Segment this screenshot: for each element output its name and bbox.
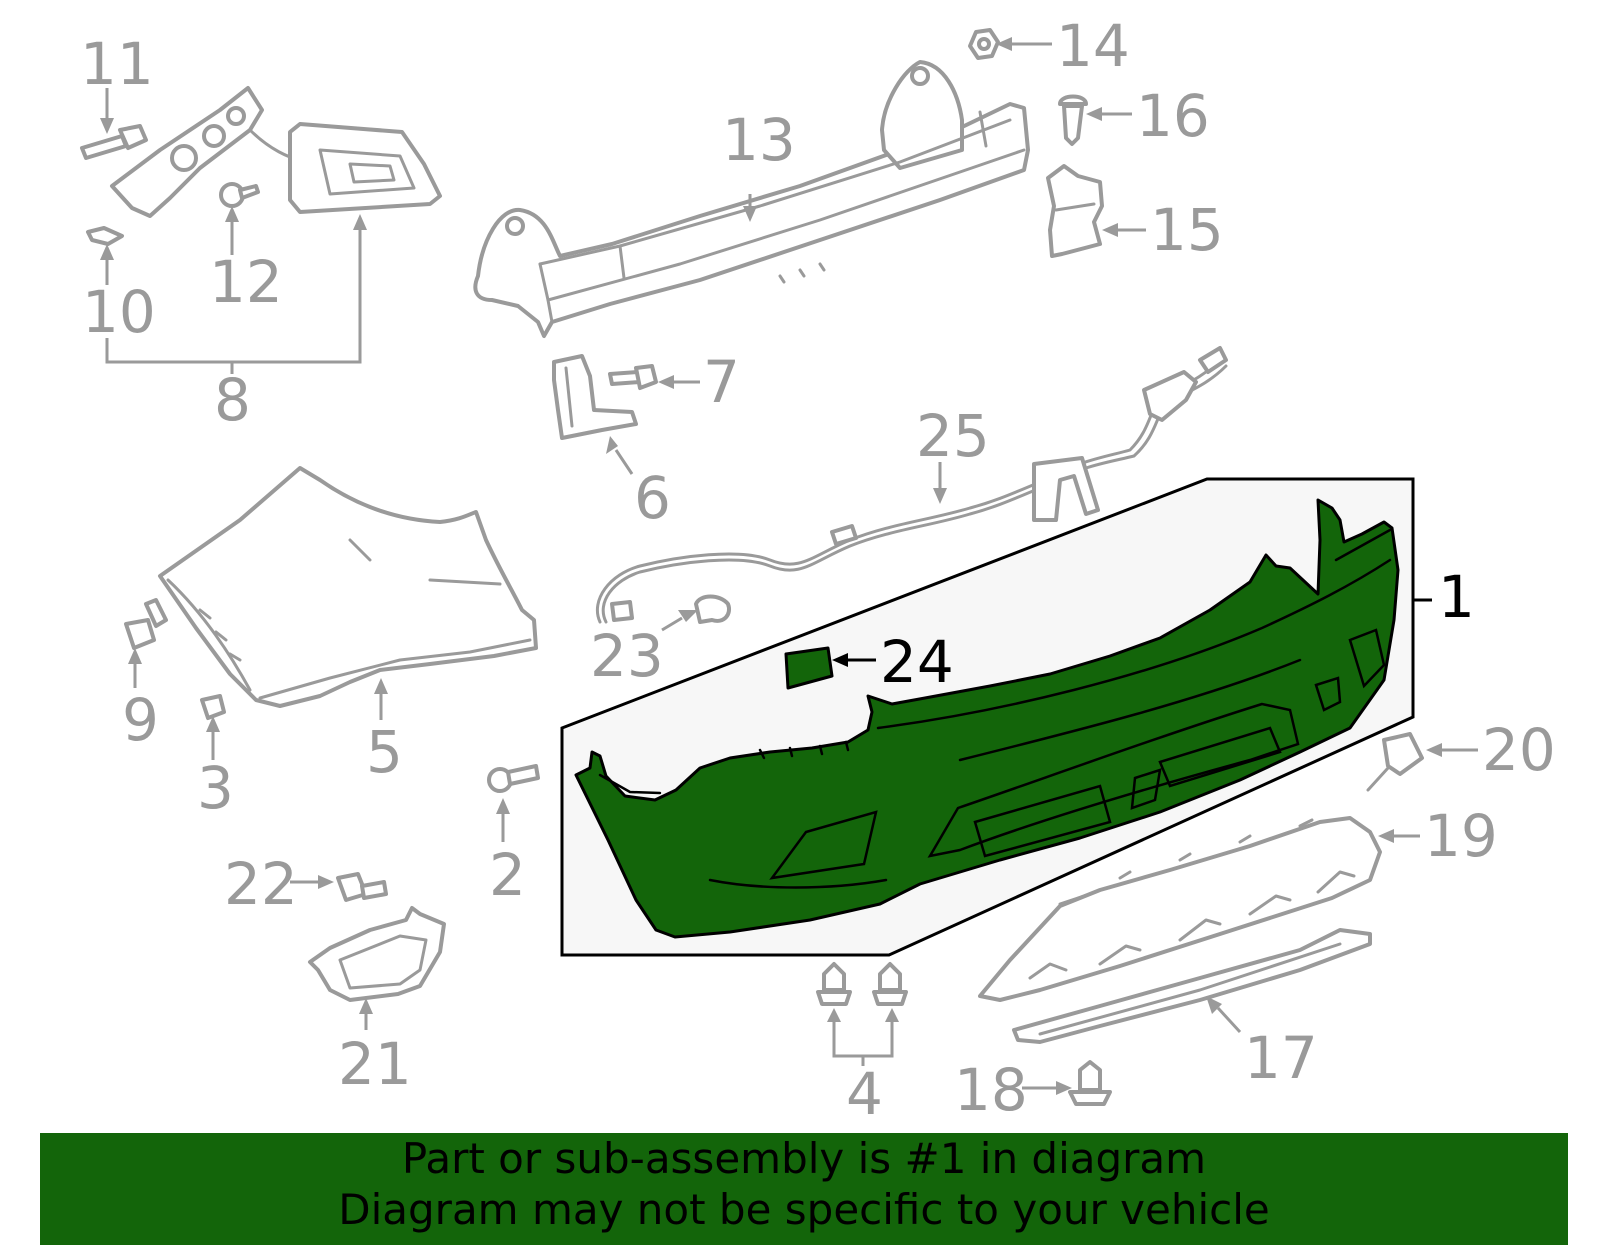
- push-clips-part-4[interactable]: [816, 962, 908, 1006]
- callout-7: 7: [703, 348, 740, 416]
- wiring-harness-part-25[interactable]: [595, 346, 1228, 624]
- lamp-assembly-part-8[interactable]: [110, 86, 442, 218]
- callout-numbers: 1 2 3 4 5 6 7 8 9 10 11 12 13 14 15 16 1…: [80, 12, 1556, 1128]
- callout-21: 21: [338, 1030, 412, 1098]
- upper-cover-part-5[interactable]: [158, 466, 538, 708]
- callout-16: 16: [1136, 82, 1210, 150]
- callout-8: 8: [214, 366, 251, 434]
- callout-25: 25: [916, 402, 990, 470]
- info-banner: Part or sub-assembly is #1 in diagram Di…: [40, 1133, 1568, 1245]
- callout-4: 4: [846, 1060, 883, 1128]
- callout-11: 11: [80, 30, 154, 98]
- callout-14: 14: [1056, 12, 1130, 80]
- callout-3: 3: [197, 754, 234, 822]
- callout-10: 10: [82, 278, 156, 346]
- clip-part-3[interactable]: [200, 694, 226, 720]
- connector-part-23[interactable]: [694, 594, 731, 624]
- callout-15: 15: [1150, 196, 1224, 264]
- callout-20: 20: [1482, 716, 1556, 784]
- callout-24: 24: [880, 628, 954, 696]
- leader-lines: [100, 37, 1478, 1095]
- push-pin-part-12[interactable]: [219, 182, 260, 208]
- lamp-bezel-part-21[interactable]: [308, 906, 446, 1002]
- banner-line-2: Diagram may not be specific to your vehi…: [338, 1185, 1270, 1234]
- cap-part-20[interactable]: [1366, 732, 1424, 792]
- callout-12: 12: [209, 248, 283, 316]
- reinforcement-beam-part-13[interactable]: [473, 60, 1030, 338]
- bracket-part-24[interactable]: [784, 646, 834, 690]
- clip-part-10[interactable]: [86, 226, 124, 246]
- bolt-part-22[interactable]: [336, 872, 388, 902]
- callout-17: 17: [1244, 1024, 1318, 1092]
- nut-part-14[interactable]: [968, 28, 1000, 60]
- bumper-cover-part-1[interactable]: [574, 498, 1400, 939]
- banner-line-1: Part or sub-assembly is #1 in diagram: [401, 1134, 1207, 1183]
- callout-23: 23: [590, 622, 664, 690]
- bolt-part-7[interactable]: [608, 364, 658, 390]
- callout-2: 2: [489, 841, 526, 909]
- callout-18: 18: [954, 1056, 1028, 1124]
- bolt-part-11[interactable]: [80, 124, 148, 160]
- callout-9: 9: [122, 686, 159, 754]
- callout-19: 19: [1424, 802, 1498, 870]
- callout-6: 6: [634, 464, 671, 532]
- callout-1: 1: [1438, 563, 1475, 631]
- trim-strip-part-17[interactable]: [1012, 928, 1372, 1044]
- push-clip-part-16[interactable]: [1058, 94, 1088, 146]
- callout-5: 5: [366, 718, 403, 786]
- diffuser-part-19[interactable]: [978, 816, 1382, 1002]
- bolt-part-9[interactable]: [124, 598, 168, 650]
- callout-22: 22: [224, 850, 298, 918]
- callout-13: 13: [722, 106, 796, 174]
- bracket-part-15[interactable]: [1046, 164, 1104, 258]
- push-clip-part-18[interactable]: [1068, 1060, 1112, 1106]
- bracket-part-6[interactable]: [552, 354, 638, 440]
- push-pin-part-2[interactable]: [487, 764, 540, 793]
